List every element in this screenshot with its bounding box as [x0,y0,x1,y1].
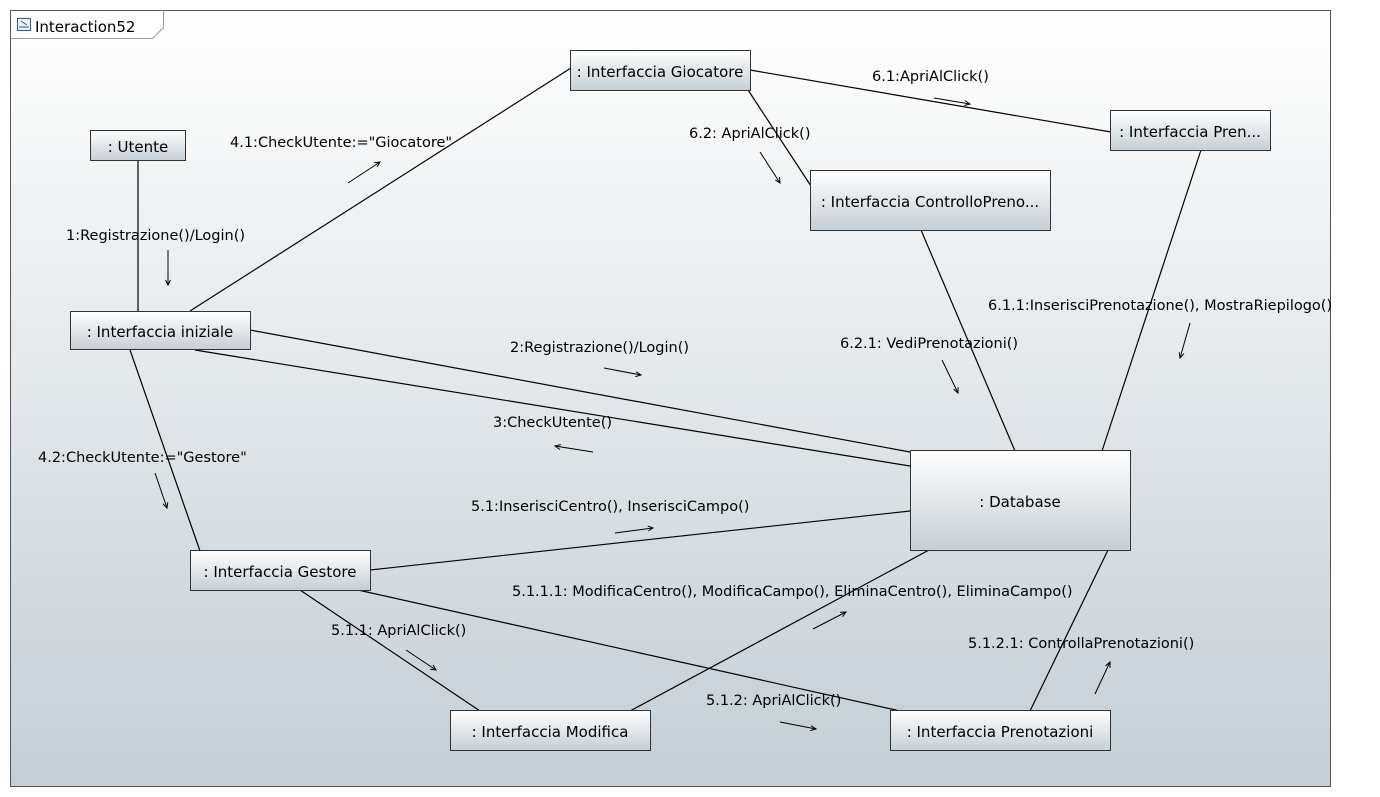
lifeline-utente-label: : Utente [108,138,169,156]
lifeline-interfaccia-prenotazioni-label: : Interfaccia Prenotazioni [907,723,1094,741]
message-label-m1[interactable]: 1:Registrazione()/Login() [66,228,245,244]
link-iniziale-gestore [129,349,201,552]
lifeline-interfaccia-pren[interactable]: : Interfaccia Pren... [1110,110,1271,151]
frame-title: Interaction52 [35,18,135,36]
lifeline-interfaccia-pren-label: : Interfaccia Pren... [1119,123,1261,141]
arrow-m5111 [812,611,848,630]
message-label-m61[interactable]: 6.1:ApriAlClick() [872,69,989,85]
message-label-m2[interactable]: 2:Registrazione()/Login() [510,340,689,356]
message-label-m41[interactable]: 4.1:CheckUtente:="Giocatore" [230,135,452,151]
lifeline-interfaccia-gestore[interactable]: : Interfaccia Gestore [190,550,371,591]
link-gestore-modifica [299,589,481,712]
message-label-m62[interactable]: 6.2: ApriAlClick() [689,126,810,142]
lifeline-interfaccia-prenotazioni[interactable]: : Interfaccia Prenotazioni [890,710,1111,751]
link-pren-database [1101,149,1202,452]
interaction-icon [17,18,31,31]
lifeline-interfaccia-gestore-label: : Interfaccia Gestore [204,563,357,581]
arrow-m621 [941,359,959,395]
arrow-m61 [933,97,972,106]
message-label-m5121[interactable]: 5.1.2.1: ControllaPrenotazioni() [968,636,1194,652]
lifeline-interfaccia-controllo-label: : Interfaccia ControlloPreno... [821,193,1039,211]
lifeline-interfaccia-iniziale-label: : Interfaccia iniziale [87,323,234,341]
message-label-m51[interactable]: 5.1:InserisciCentro(), InserisciCampo() [471,499,749,515]
message-label-m5111[interactable]: 5.1.1.1: ModificaCentro(), ModificaCampo… [512,584,1073,600]
links [129,67,1202,712]
link-giocatore-pren [749,69,1112,133]
link-database-modifica [629,549,930,712]
link-giocatore-controllo [747,89,812,187]
lifeline-interfaccia-modifica-label: : Interfaccia Modifica [472,723,629,741]
link-gestore-database [369,510,911,571]
link-iniziale-database-1 [249,329,911,453]
arrow-m611 [1178,322,1191,360]
arrow-m51 [614,525,655,534]
message-label-m3[interactable]: 3:CheckUtente() [493,415,612,431]
lifeline-interfaccia-giocatore-label: : Interfaccia Giocatore [577,63,744,81]
link-database-prenotazioni [1029,549,1109,712]
lifeline-interfaccia-iniziale[interactable]: : Interfaccia iniziale [70,311,251,350]
link-iniziale-database-2 [194,349,911,467]
arrow-m42 [154,472,169,510]
message-label-m621[interactable]: 6.2.1: VediPrenotazioni() [840,336,1018,352]
arrow-m512 [779,721,818,732]
message-label-m611[interactable]: 6.1.1:InserisciPrenotazione(), MostraRie… [988,298,1332,314]
lifeline-database-label: : Database [979,493,1060,511]
message-label-m511[interactable]: 5.1.1: ApriAlClick() [331,623,466,639]
arrow-m511 [405,649,437,671]
arrow-m1 [165,250,171,287]
message-label-m512[interactable]: 5.1.2: ApriAlClick() [706,693,841,709]
arrow-m62 [759,151,781,184]
arrow-m3 [553,444,594,453]
lifeline-interfaccia-controllo[interactable]: : Interfaccia ControlloPreno... [810,170,1051,231]
arrow-m2 [603,367,643,378]
link-gestore-prenotazioni [357,589,901,712]
link-iniziale-giocatore [189,67,572,312]
arrow-m41 [347,161,381,184]
message-labels: 1:Registrazione()/Login() 4.1:CheckUtent… [38,69,1332,709]
lifeline-utente[interactable]: : Utente [90,130,186,161]
message-label-m42[interactable]: 4.2:CheckUtente:="Gestore" [38,450,247,466]
lifeline-database[interactable]: : Database [910,450,1131,551]
arrow-m5121 [1094,660,1111,695]
lifeline-interfaccia-modifica[interactable]: : Interfaccia Modifica [450,710,651,751]
message-arrows [154,97,1191,732]
lifeline-interfaccia-giocatore[interactable]: : Interfaccia Giocatore [570,50,751,91]
link-controllo-database [920,229,1016,452]
